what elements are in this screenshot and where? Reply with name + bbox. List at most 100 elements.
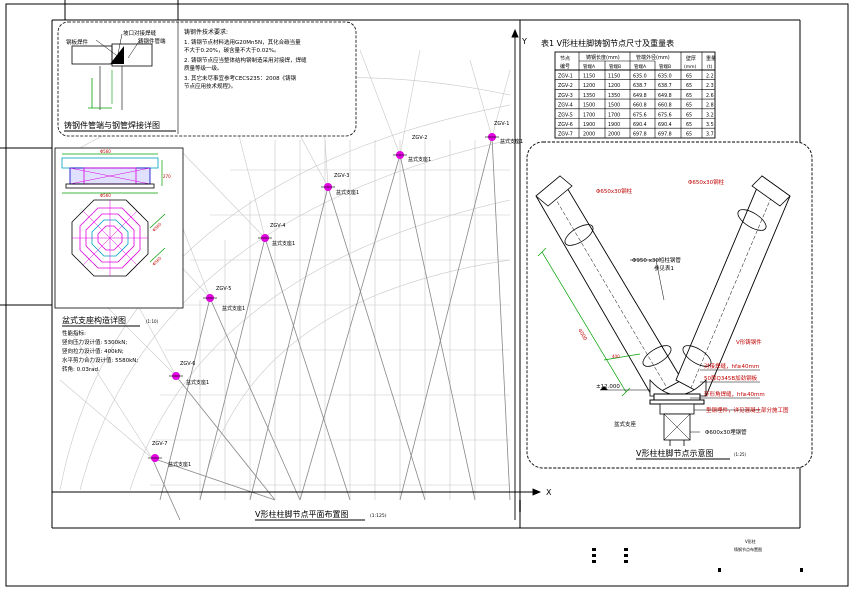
table-cell: 690.4	[633, 122, 647, 128]
node-zgv-3[interactable]: ZGV-3 盆式支座1	[321, 173, 359, 196]
th-node: 节点	[560, 56, 570, 62]
vcol-label-embed: 型钢埋件，详见混凝土部分施工图	[706, 406, 789, 414]
node-id: ZGV-3	[334, 173, 349, 179]
table-cell: 2000	[583, 132, 595, 138]
vcol-label-fillet-weld: 环形角焊缝，hf≥40mm	[704, 390, 765, 398]
node-label: 盆式支座1	[272, 240, 295, 247]
bearing-scale: (1:10)	[146, 319, 159, 324]
node-zgv-5[interactable]: ZGV-5 盆式支座1	[203, 286, 245, 312]
vcol-panel	[526, 141, 813, 469]
weld-note-line: 1. 铸钢节点材料选用G20Mn5N，其化合碳当量	[184, 38, 301, 46]
weld-notes-title: 铸钢件技术要求:	[184, 28, 228, 36]
table-cell: 649.8	[658, 93, 672, 99]
th-dia-group: 管端外径(mm)	[636, 54, 670, 61]
bearing-plan-dim-a: Φ560	[151, 221, 162, 232]
table-cell: ZGV-7	[558, 132, 573, 138]
table-cell: ZGV-4	[558, 103, 573, 109]
table-cell: 697.8	[633, 132, 647, 138]
table-cell: 1500	[583, 103, 595, 109]
node-zgv-4[interactable]: ZGV-4 盆式支座1	[258, 223, 295, 247]
table-cell: 635.0	[658, 74, 672, 80]
table-cell: 635.0	[633, 74, 647, 80]
table-cell: 649.8	[633, 93, 647, 99]
th-wall: 壁厚	[686, 55, 696, 62]
bearing-perf-line: 竖向拉力设计值: 400kN;	[62, 347, 124, 355]
axis-y-label: Y	[521, 37, 527, 46]
vcol-label-short-pipe: Φ950 x30短柱钢管	[632, 256, 681, 264]
vcol-label-casting: V形铸钢件	[736, 338, 762, 346]
th-len-b: 管端B	[609, 63, 621, 70]
table-cell: 1150	[583, 74, 595, 80]
vcol-label-bearing: 盆式支座	[614, 420, 637, 428]
title-block-line2: 铸钢节点布置图	[734, 546, 762, 552]
table-cell: 65	[686, 93, 692, 99]
table-cell: 3.5	[706, 122, 714, 128]
table-cell: 3.7	[706, 132, 714, 138]
weld-detail	[71, 33, 153, 110]
table-cell: 2.6	[706, 93, 714, 99]
table-cell: 690.4	[658, 122, 672, 128]
bearing-dim-height: 270	[163, 174, 171, 179]
table-cell: ZGV-5	[558, 112, 573, 118]
bearing-title: 盆式支座构造详图	[62, 315, 126, 325]
th-wall-unit: (mm)	[684, 64, 697, 70]
plan-v-lines	[151, 136, 511, 521]
node-label: 盆式支座1	[186, 379, 209, 386]
table-cell: 660.8	[658, 103, 672, 109]
vcol-label-stiffener: 50厚Q345B加劲钢板	[704, 374, 758, 382]
table-cell: 65	[686, 74, 692, 80]
plan-title: V形柱柱脚节点平面布置图	[255, 509, 348, 519]
table-cell: ZGV-3	[558, 93, 573, 99]
node-label: 盆式支座1	[408, 156, 431, 163]
vcol-label-butt-weld: 对接焊缝，hf≥40mm	[704, 362, 759, 370]
table-cell: 2000	[608, 132, 620, 138]
weld-label-plate: 钢板焊件	[66, 38, 89, 46]
vcol-label-see-table: 参见表1	[654, 264, 674, 272]
vcol-label-right-col: Φ650x30钢柱	[688, 178, 725, 186]
title-block	[592, 548, 803, 572]
node-id: ZGV-7	[152, 441, 167, 447]
th-dia-a: 管端A	[634, 63, 647, 70]
node-label: 盆式支座1	[336, 189, 359, 196]
table-cell: 1900	[608, 122, 620, 128]
weld-note-line: 不大于0.20%，碳含量不大于0.02%。	[184, 46, 279, 54]
bearing-perf-line: 竖向压力设计值: 5300kN;	[62, 338, 127, 346]
spec-table	[554, 51, 716, 139]
node-zgv-2[interactable]: ZGV-2 盆式支座1	[393, 135, 431, 163]
table-cell: 1700	[608, 112, 620, 118]
node-zgv-1[interactable]: ZGV-1 盆式支座1	[485, 121, 523, 145]
table-cell: 2.2	[706, 74, 714, 80]
weld-panel	[57, 21, 357, 137]
bearing-perf-title: 性能指标:	[62, 329, 86, 337]
node-id: ZGV-5	[216, 286, 231, 292]
table-cell: 1150	[608, 74, 620, 80]
table-cell: 1900	[583, 122, 595, 128]
th-weight: 重量	[706, 55, 716, 62]
node-id: ZGV-1	[494, 121, 509, 127]
weld-note-line: 2. 铸钢节点应当整体结构钢制造采用对接焊，焊缝	[184, 56, 307, 64]
table-cell: 65	[686, 83, 692, 89]
table-cell: 65	[686, 132, 692, 138]
node-id: ZGV-6	[180, 361, 195, 367]
table-cell: 1200	[608, 83, 620, 89]
vcol-label-embed-pipe: Φ600x30埋钢管	[705, 428, 747, 436]
table-cell: 65	[686, 112, 692, 118]
th-dia-b: 管端B	[659, 63, 671, 70]
vcol-dim-length: 4000	[576, 328, 588, 342]
table-cell: 638.7	[658, 83, 672, 89]
table-cell: 675.6	[658, 112, 672, 118]
vcol-title: V形柱柱脚节点示意图	[636, 448, 713, 458]
plan-axes	[52, 28, 542, 520]
weld-panel-title: 铸钢件管端与钢管焊接详图	[64, 120, 160, 130]
weld-note-line: 质量等级一级。	[184, 64, 223, 72]
node-id: ZGV-2	[412, 135, 427, 141]
table-cell: 65	[686, 122, 692, 128]
table-cell: 2.8	[706, 103, 714, 109]
node-zgv-7[interactable]: ZGV-7 盆式支座1	[148, 441, 191, 468]
th-len-group: 铸钢长度(mm)	[586, 54, 620, 61]
table-cell: 1200	[583, 83, 595, 89]
node-zgv-6[interactable]: ZGV-6 盆式支座1	[169, 361, 209, 386]
weld-label-end: 铸钢件管端	[138, 37, 166, 45]
